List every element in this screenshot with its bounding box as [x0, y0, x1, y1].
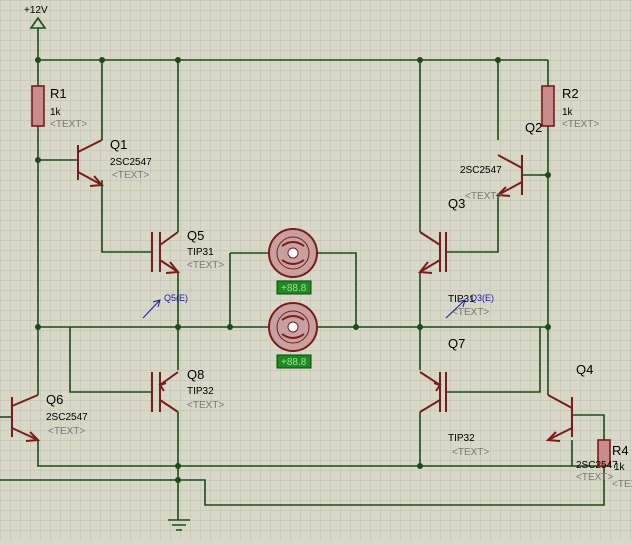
motor-1[interactable]: +88.8: [268, 228, 318, 295]
transistor-q8[interactable]: Q8 TIP32 <TEXT>: [151, 367, 224, 413]
q1-ref: Q1: [110, 137, 127, 152]
r2-text: <TEXT>: [562, 119, 599, 130]
wires: [0, 28, 605, 520]
resistor-r1[interactable]: R1 1k <TEXT>: [31, 85, 87, 130]
q1-text: <TEXT>: [112, 170, 149, 181]
transistor-q5[interactable]: Q5 TIP31 <TEXT>: [151, 228, 224, 274]
motor-2[interactable]: +88.8: [268, 302, 318, 369]
motor-2-readout: +88.8: [281, 357, 307, 368]
q8-text: <TEXT>: [187, 400, 224, 411]
transistor-q6[interactable]: Q6 2SC2547 <TEXT>: [0, 392, 88, 442]
probe-q5e-label: Q5(E): [164, 293, 188, 303]
r1-ref: R1: [50, 86, 67, 101]
q3-part: TIP31: [448, 294, 475, 305]
ground-symbol[interactable]: [168, 519, 190, 531]
q4-part: 2SC2547: [576, 460, 618, 471]
q5-part: TIP31: [187, 247, 214, 258]
power-label: +12V: [24, 5, 48, 16]
q7-ref: Q7: [448, 336, 465, 351]
q4-ref: Q4: [576, 362, 593, 377]
r4-value: 1k: [614, 462, 626, 473]
q8-part: TIP32: [187, 386, 214, 397]
resistor-r4[interactable]: R4 1k <TEXT>: [597, 439, 632, 490]
q5-text: <TEXT>: [187, 260, 224, 271]
r2-ref: R2: [562, 86, 579, 101]
transistor-q2[interactable]: Q2 2SC2547 <TEXT>: [460, 120, 542, 202]
resistor-r2[interactable]: R2 1k <TEXT>: [541, 85, 599, 130]
probe-q3e[interactable]: Q3(E): [445, 293, 494, 319]
q3-text: <TEXT>: [452, 307, 489, 318]
motor-1-readout: +88.8: [281, 283, 307, 294]
r1-value: 1k: [50, 107, 62, 118]
junctions: [35, 57, 551, 483]
q6-ref: Q6: [46, 392, 63, 407]
q5-ref: Q5: [187, 228, 204, 243]
transistor-q7[interactable]: Q7 TIP32 <TEXT>: [419, 336, 489, 458]
q7-text: <TEXT>: [452, 447, 489, 458]
q2-part: 2SC2547: [460, 165, 502, 176]
q6-text: <TEXT>: [48, 426, 85, 437]
q6-part: 2SC2547: [46, 412, 88, 423]
q2-ref: Q2: [525, 120, 542, 135]
probe-q3e-label: Q3(E): [470, 293, 494, 303]
r4-ref: R4: [612, 443, 629, 458]
power-terminal[interactable]: +12V: [24, 5, 48, 29]
transistor-q4[interactable]: Q4 2SC2547 <TEXT>: [545, 362, 618, 483]
r2-value: 1k: [562, 107, 574, 118]
q2-text: <TEXT>: [465, 191, 502, 202]
q8-ref: Q8: [187, 367, 204, 382]
r1-text: <TEXT>: [50, 119, 87, 130]
q7-part: TIP32: [448, 433, 475, 444]
q1-part: 2SC2547: [110, 157, 152, 168]
q4-text: <TEXT>: [576, 472, 613, 483]
q3-ref: Q3: [448, 196, 465, 211]
probe-q5e[interactable]: Q5(E): [142, 293, 188, 319]
transistor-q1[interactable]: Q1 2SC2547 <TEXT>: [77, 137, 152, 187]
transistor-q3[interactable]: Q3 TIP31 <TEXT>: [418, 196, 489, 318]
r4-text: <TEXT>: [612, 479, 632, 490]
